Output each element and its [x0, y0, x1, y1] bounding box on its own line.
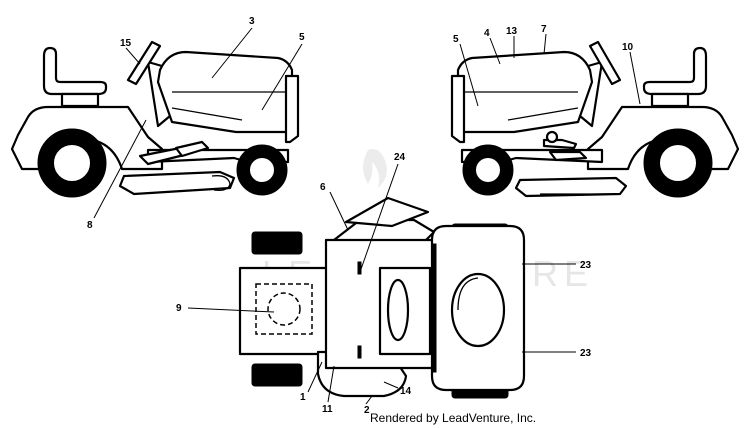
callout-14: 14 — [400, 386, 412, 397]
callout-4: 4 — [484, 28, 490, 39]
callout-9: 9 — [176, 303, 182, 314]
tractor-left-side-view — [10, 40, 300, 198]
callout-7: 7 — [541, 24, 547, 35]
callout-5-left: 5 — [299, 32, 305, 43]
callout-23-top: 23 — [580, 260, 592, 271]
callout-24: 24 — [394, 152, 406, 163]
callout-5-right: 5 — [453, 34, 459, 45]
callout-6: 6 — [320, 182, 326, 193]
callout-labels: 3 5 15 8 5 4 13 7 10 6 24 9 23 23 1 11 2… — [87, 16, 634, 416]
callout-11: 11 — [322, 404, 333, 415]
callout-23-bottom: 23 — [580, 348, 592, 359]
leader-lines — [93, 27, 641, 405]
callout-13: 13 — [506, 26, 518, 37]
footer-credit: Rendered by LeadVenture, Inc. — [370, 411, 536, 425]
callout-2: 2 — [364, 405, 370, 416]
callout-8: 8 — [87, 220, 93, 231]
callout-3: 3 — [249, 16, 255, 27]
callout-10: 10 — [622, 42, 634, 53]
tractor-right-side-view — [450, 40, 740, 198]
callout-15: 15 — [120, 38, 132, 49]
callout-1: 1 — [300, 392, 306, 403]
tractor-top-view — [238, 196, 526, 399]
